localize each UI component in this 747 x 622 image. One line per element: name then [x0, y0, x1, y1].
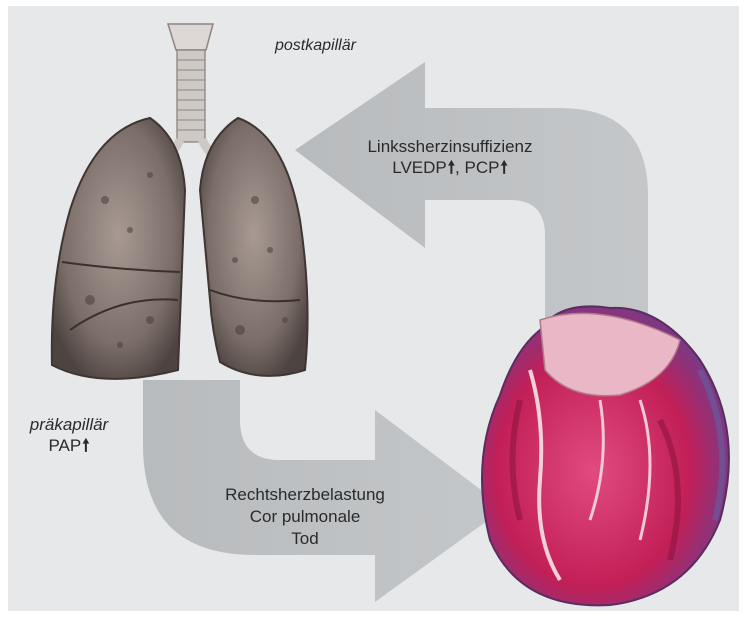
left-heart-failure-line1: Linkssherzinsuffizienz — [325, 136, 575, 157]
right-heart-strain-line2: Cor pulmonale — [195, 506, 415, 528]
pap-line: PAP🠕 — [14, 435, 124, 456]
postkapillaer-label: postkapillär — [275, 36, 356, 56]
praekapillaer-text: präkapillär — [14, 414, 124, 435]
right-heart-strain-line1: Rechtsherzbelastung — [195, 484, 415, 506]
right-heart-strain-line3: Tod — [195, 528, 415, 550]
pap-text: PAP — [48, 436, 81, 455]
up-arrow-icon: 🠕 — [82, 435, 89, 456]
up-arrow-icon: 🠕 — [500, 157, 507, 178]
praekapillaer-label: präkapillär PAP🠕 — [14, 414, 124, 457]
left-heart-failure-line2: LVEDP🠕, PCP🠕 — [325, 157, 575, 178]
left-heart-failure-label: Linkssherzinsuffizienz LVEDP🠕, PCP🠕 — [325, 136, 575, 179]
right-heart-strain-label: Rechtsherzbelastung Cor pulmonale Tod — [195, 484, 415, 550]
pcp-text: , PCP — [455, 158, 499, 177]
lvedp-text: LVEDP — [392, 158, 447, 177]
up-arrow-icon: 🠕 — [448, 157, 455, 178]
